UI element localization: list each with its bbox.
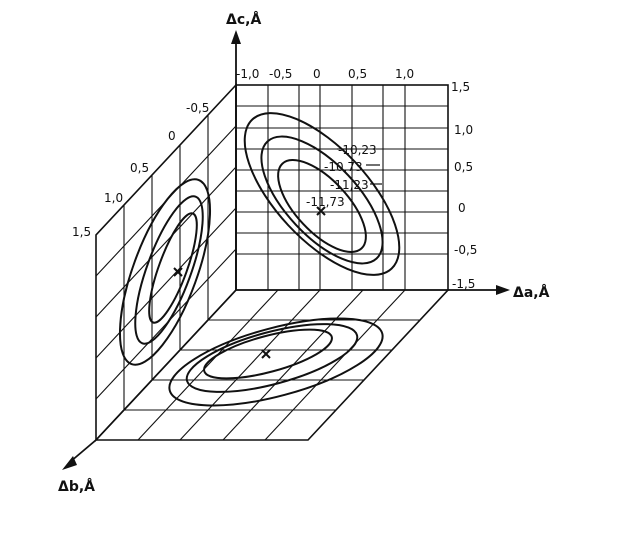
tick-top: 1,0 xyxy=(395,67,414,81)
minimum-markers xyxy=(173,206,326,359)
back-minimum-marker xyxy=(316,206,326,216)
axes xyxy=(62,30,510,470)
tick-top: 0,5 xyxy=(348,67,367,81)
floor-minimum-marker xyxy=(261,349,271,359)
contour-label: -10,23 xyxy=(338,143,377,157)
tick-left: -0,5 xyxy=(186,101,209,115)
contour-label: -11,23 xyxy=(330,178,369,192)
tick-right: 0,5 xyxy=(454,160,473,174)
left-minimum-marker xyxy=(173,267,183,277)
tick-left: 0 xyxy=(168,129,176,143)
tick-right: -1,5 xyxy=(452,277,475,291)
tick-top: 0 xyxy=(313,67,321,81)
a-axis-label: Δa,Å xyxy=(513,284,550,301)
left-wall-grid xyxy=(95,82,237,443)
tick-left: 1,0 xyxy=(104,191,123,205)
tick-right: 1,0 xyxy=(454,123,473,137)
contour-label-leaders xyxy=(337,148,382,185)
tick-top: -0,5 xyxy=(269,67,292,81)
floor-contours xyxy=(168,317,384,407)
tick-top: 1,5 xyxy=(451,80,470,94)
tick-left: 0,5 xyxy=(130,161,149,175)
contour-label: -10,73 xyxy=(324,160,363,174)
tick-right: -0,5 xyxy=(454,243,477,257)
contour-label: -11,73 xyxy=(306,195,345,209)
tick-top: -1,0 xyxy=(236,67,259,81)
b-axis-label: Δb,Å xyxy=(58,478,95,495)
tick-left: 1,5 xyxy=(72,225,91,239)
tick-right: 0 xyxy=(458,201,466,215)
back-wall-contours xyxy=(243,112,401,276)
left-wall-contours xyxy=(118,178,212,366)
c-axis-label: Δc,Å xyxy=(226,11,261,28)
